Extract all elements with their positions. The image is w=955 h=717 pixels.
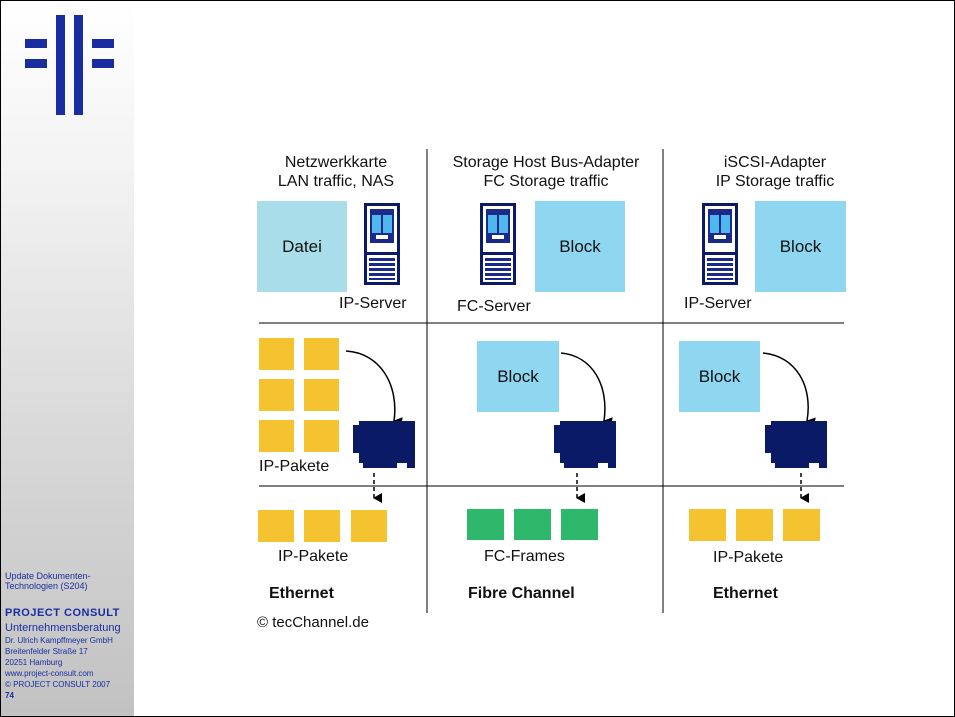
page-number: 74 [5, 691, 14, 700]
col2-network-label: Fibre Channel [468, 585, 575, 602]
company-website: www.project-consult.com [5, 669, 94, 678]
col1-server-label: IP-Server [339, 295, 407, 312]
col1-network-label: Ethernet [269, 585, 334, 602]
image-credit: © tecChannel.de [257, 614, 369, 631]
col2-server-label: FC-Server [457, 298, 531, 315]
col3-network-label: Ethernet [713, 585, 778, 602]
col1-file-box: Datei [282, 236, 322, 256]
col1-header-line2: LAN traffic, NAS [277, 173, 395, 190]
course-title-line2: Technologien (S204) [5, 581, 88, 591]
company-city: 20251 Hamburg [5, 658, 63, 667]
col3-header-line1: iSCSI-Adapter [723, 154, 827, 171]
company-name: PROJECT CONSULT [5, 607, 120, 619]
course-title-line1: Update Dokumenten- [5, 571, 91, 581]
col3-header-line2: IP Storage traffic [715, 173, 835, 190]
col1-packets-bottom-label: IP-Pakete [278, 548, 349, 565]
col2-block-box: Block [559, 236, 601, 256]
company-copyright: © PROJECT CONSULT 2007 [5, 680, 111, 689]
col3-block-box: Block [779, 236, 822, 256]
company-street: Breitenfelder Straße 17 [5, 647, 88, 656]
col3-block-mid: Block [698, 366, 741, 386]
col1-header-line1: Netzwerkkarte [284, 154, 388, 171]
col2-header-line2: FC Storage traffic [483, 173, 609, 190]
col2-block-mid: Block [497, 366, 539, 386]
col3-packets-bottom-label: IP-Pakete [713, 549, 784, 566]
col1-packets-top-label: IP-Pakete [259, 458, 330, 475]
col3-server-label: IP-Server [684, 295, 752, 312]
col2-header-line1: Storage Host Bus-Adapter [452, 154, 640, 171]
company-logo [25, 15, 115, 115]
sidebar: Update Dokumenten- Technologien (S204) P… [1, 1, 134, 716]
col2-frames-label: FC-Frames [484, 548, 565, 565]
company-tagline: Unternehmensberatung [5, 622, 121, 634]
company-person: Dr. Ulrich Kampffmeyer GmbH [5, 636, 113, 645]
